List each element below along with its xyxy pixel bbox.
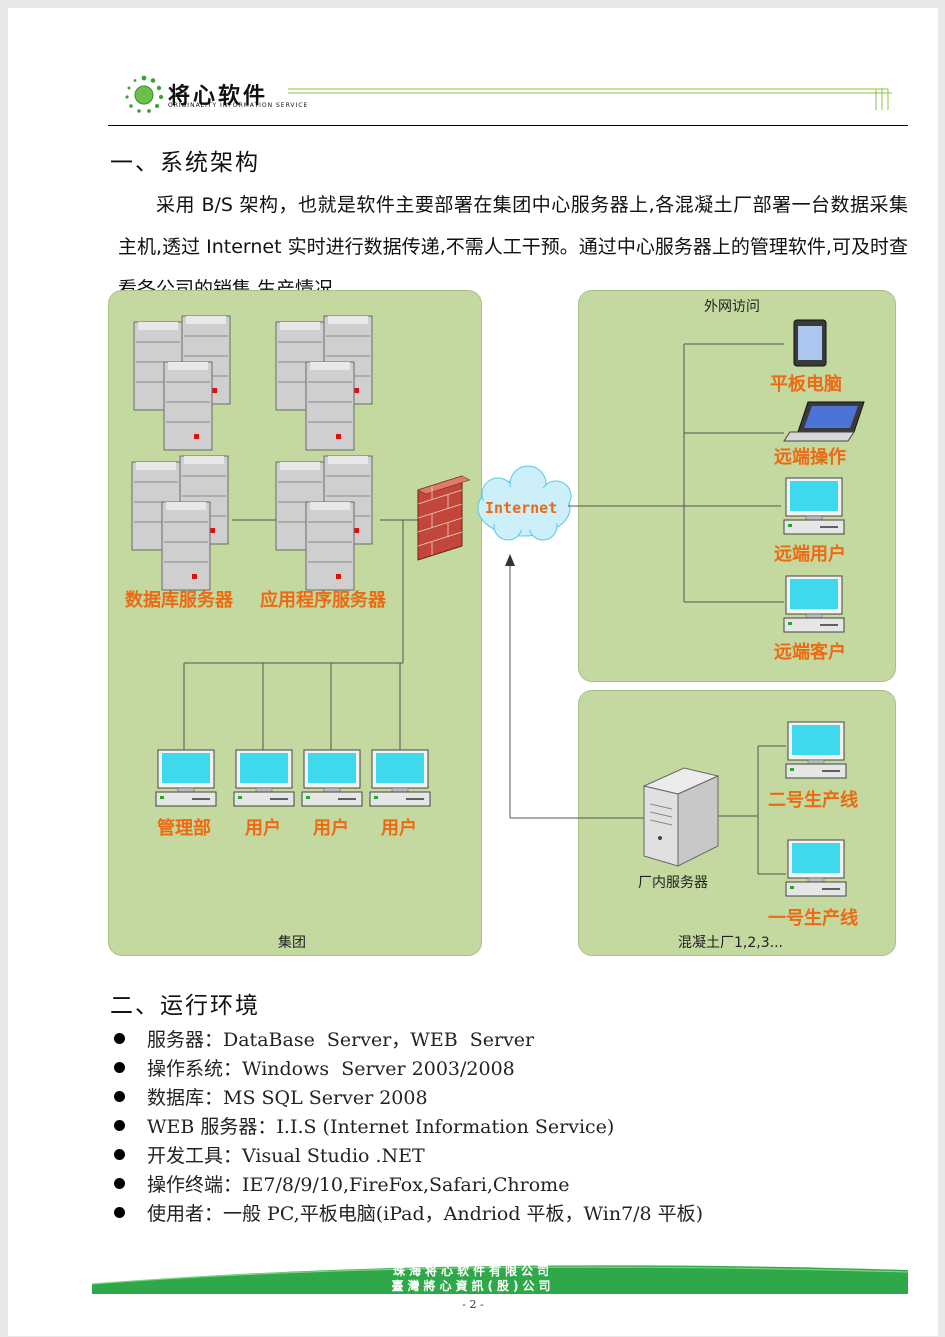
- concrete-plant-panel: [578, 690, 896, 956]
- plant-panel-label: 混凝土厂1,2,3...: [678, 935, 783, 951]
- bullet-icon: [114, 1091, 125, 1102]
- external-access-panel: [578, 290, 896, 682]
- external-panel-label: 外网访问: [704, 299, 760, 315]
- list-item: 开发工具：Visual Studio .NET: [110, 1140, 703, 1169]
- laptop-icon: [783, 401, 865, 442]
- bullet-icon: [114, 1207, 125, 1218]
- plant-server-icon: [642, 767, 720, 867]
- server-cluster-2-icon: [276, 316, 372, 450]
- footer-company-1: 珠海将心软件有限公司: [392, 1264, 553, 1278]
- list-item: 服务器：DataBase Server，WEB Server: [110, 1024, 703, 1053]
- client-label-user-2: 用户: [313, 818, 349, 839]
- section1-title: 一、系统架构: [110, 150, 260, 176]
- section2-title: 二、运行环境: [110, 993, 260, 1019]
- group-panel-label: 集团: [278, 935, 306, 951]
- line-1-label: 一号生产线: [768, 908, 858, 929]
- internet-cloud-icon: [477, 465, 572, 541]
- list-item: 数据库：MS SQL Server 2008: [110, 1082, 703, 1111]
- server-cluster-1-icon: [134, 316, 230, 450]
- bullet-icon: [114, 1149, 125, 1160]
- plant-server-label: 厂内服务器: [638, 875, 708, 891]
- list-item: WEB 服务器：I.I.S (Internet Information Serv…: [110, 1111, 703, 1140]
- footer-green-banner: [91, 1265, 909, 1294]
- device-label-tablet: 平板电脑: [770, 374, 842, 395]
- logo-subtitle: ORIGINALITY INFORMATION SERVICE: [168, 102, 309, 109]
- header-rule: [108, 125, 908, 126]
- list-item: 操作终端：IE7/8/9/10,FireFox,Safari,Chrome: [110, 1169, 703, 1198]
- line-2-label: 二号生产线: [768, 790, 858, 811]
- user-pc-2-icon: [301, 749, 363, 807]
- firewall-icon: [417, 475, 471, 561]
- client-label-user-3: 用户: [381, 818, 417, 839]
- user-pc-3-icon: [369, 749, 431, 807]
- logo-text: 将心软件: [168, 84, 269, 109]
- list-item: 使用者：一般 PC,平板电脑(iPad，Andriod 平板，Win7/8 平板…: [110, 1198, 703, 1227]
- architecture-diagram: [8, 8, 865, 897]
- list-item: 操作系统：Windows Server 2003/2008: [110, 1053, 703, 1082]
- app-server-label: 应用程序服务器: [260, 590, 386, 611]
- bullet-icon: [114, 1178, 125, 1189]
- document-page: 将心软件 ORIGINALITY INFORMATION SERVICE 一、系…: [8, 8, 938, 1336]
- remote-customer-pc-icon: [783, 575, 845, 633]
- bullet-icon: [114, 1033, 125, 1044]
- company-logo-icon: [125, 75, 164, 113]
- environment-list: 服务器：DataBase Server，WEB Server 操作系统：Wind…: [110, 1024, 703, 1227]
- client-label-user-1: 用户: [245, 818, 281, 839]
- management-pc-icon: [155, 749, 217, 807]
- device-label-remote-op: 远端操作: [774, 447, 846, 468]
- remote-user-pc-icon: [783, 477, 845, 535]
- bullet-icon: [114, 1062, 125, 1073]
- application-server-icon: [276, 456, 372, 590]
- user-pc-1-icon: [233, 749, 295, 807]
- footer-company-2: 臺灣將心資訊(股)公司: [391, 1279, 555, 1293]
- database-server-icon: [132, 456, 228, 590]
- tablet-icon: [793, 319, 827, 367]
- bullet-icon: [114, 1120, 125, 1131]
- header-decoration-lines: [288, 88, 892, 110]
- line-2-pc-icon: [785, 721, 847, 779]
- db-server-label: 数据库服务器: [125, 590, 233, 611]
- device-label-remote-customer: 远端客户: [774, 642, 846, 663]
- device-label-remote-user: 远端用户: [774, 544, 846, 565]
- client-label-management: 管理部: [157, 818, 211, 839]
- internet-label: Internet: [485, 499, 558, 517]
- line-1-pc-icon: [785, 839, 847, 897]
- page-number: - 2 -: [462, 1298, 484, 1311]
